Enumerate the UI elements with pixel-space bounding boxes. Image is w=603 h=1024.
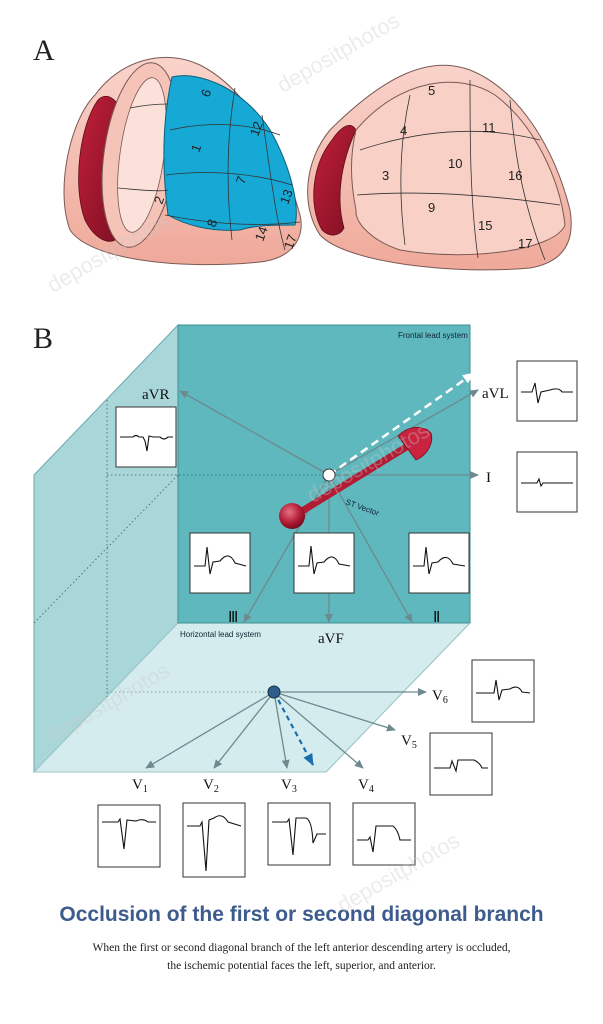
- ecg-v4: [352, 802, 416, 866]
- lead-v4-arrow: [273, 691, 364, 769]
- figure-title: Occlusion of the first or second diagona…: [59, 903, 544, 926]
- lead-i-label: I: [486, 470, 491, 486]
- lead-ii-arrow: [328, 474, 413, 623]
- st-horizontal-projection-arrow: [273, 691, 314, 766]
- lead-avf-label: aVF: [318, 631, 344, 647]
- segment-9-label: 9: [428, 200, 435, 215]
- ecg-v3: [267, 802, 331, 866]
- caption-line-2: the ischemic potential faces the left, s…: [167, 960, 436, 972]
- lead-avr-label: aVR: [142, 387, 170, 403]
- segment-2-label: 2: [151, 194, 168, 206]
- segment-17b-label: 17: [518, 236, 532, 251]
- ecg-ii: [408, 532, 470, 594]
- segment-6-label: 6: [198, 87, 215, 99]
- segment-16-label: 16: [508, 168, 522, 183]
- frontal-system-label: Frontal lead system: [398, 331, 468, 340]
- heart-left: 6 1 12 7 13 2 8 14 17: [63, 56, 302, 266]
- ecg-avl: [516, 360, 578, 422]
- ecg-v2: [182, 802, 246, 878]
- panel-b-label: B: [33, 322, 54, 355]
- ecg-i: [516, 451, 578, 513]
- segment-11-label: 11: [482, 120, 496, 135]
- segment-7-label: 7: [233, 174, 250, 186]
- lead-avr-arrow: [179, 390, 330, 476]
- heart-right: 3 4 5 9 10 11 15 16 17: [307, 64, 572, 271]
- segment-5-label: 5: [428, 83, 435, 98]
- lead-avl-label: aVL: [482, 386, 509, 402]
- segment-3-label: 3: [382, 168, 389, 183]
- lead-v1-arrow: [145, 691, 275, 769]
- lead-v4-label: V4: [358, 777, 374, 795]
- lead-v6-label: V6: [432, 688, 448, 706]
- segment-17-label: 17: [281, 232, 300, 251]
- ecg-avr: [115, 406, 177, 468]
- segment-12-label: 12: [247, 119, 266, 138]
- st-projection-arrow: [328, 371, 475, 477]
- st-vector: [279, 426, 433, 529]
- frontal-origin: [322, 468, 336, 482]
- segment-8-label: 8: [204, 217, 221, 229]
- lead-v5-arrow: [273, 691, 396, 732]
- ecg-v6: [471, 659, 535, 723]
- lead-v1-label: V1: [132, 777, 148, 795]
- lead-iii-label: Ⅲ: [228, 610, 238, 626]
- panel-a-label: A: [33, 34, 55, 67]
- segment-10-label: 10: [448, 156, 462, 171]
- segment-14-label: 14: [252, 224, 271, 243]
- segment-4-label: 4: [400, 123, 407, 138]
- lead-v3-arrow: [273, 691, 290, 769]
- lead-v5-label: V5: [401, 733, 417, 751]
- segment-15-label: 15: [478, 218, 492, 233]
- lead-v3-label: V3: [281, 777, 297, 795]
- ecg-v5: [429, 732, 493, 796]
- lead-v2-arrow: [213, 691, 275, 769]
- segment-13-label: 13: [277, 187, 296, 206]
- caption-line-1: When the first or second diagonal branch…: [92, 942, 511, 954]
- ecg-iii: [189, 532, 251, 594]
- horizontal-system-label: Horizontal lead system: [180, 630, 261, 639]
- horizontal-origin: [267, 685, 281, 699]
- lead-ii-label: Ⅱ: [433, 610, 440, 626]
- lead-v2-label: V2: [203, 777, 219, 795]
- ecg-v1: [97, 804, 161, 868]
- segment-1-label: 1: [188, 142, 205, 154]
- ecg-avf: [293, 532, 355, 594]
